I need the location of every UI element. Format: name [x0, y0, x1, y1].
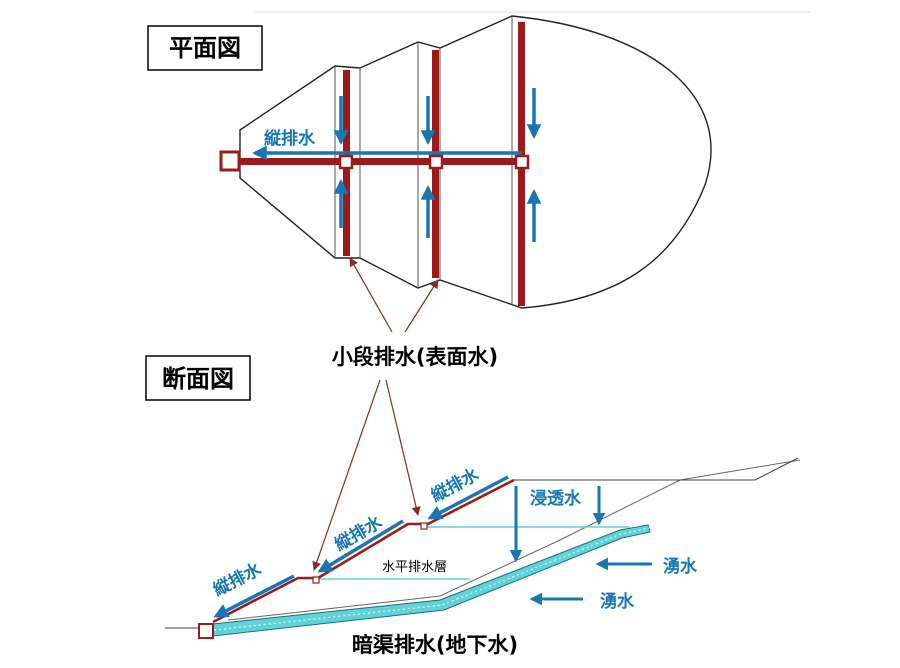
plan-vertical-drain-label: 縦排水	[264, 128, 316, 149]
spring-water-label: 湧水	[600, 591, 635, 612]
underdrain-layer	[212, 524, 651, 637]
section-title-box: 断面図	[145, 355, 251, 401]
berm-drain-label: 小段排水(表面水)	[332, 345, 498, 369]
spring-water-label: 湧水	[663, 556, 698, 577]
plan-title-box: 平面図	[147, 25, 263, 71]
slope-right-edge	[754, 457, 799, 481]
underdrain-texture	[213, 527, 650, 631]
section-view: 縦排水 縦排水 縦排水 浸透水 水平排水層 湧水 湧水 暗渠排水(地下水)	[165, 457, 801, 657]
horizontal-drain-layers	[318, 526, 630, 580]
section-vertical-drain-arrows	[213, 475, 509, 618]
plan-title: 平面図	[169, 34, 241, 62]
berm-drain-marker	[420, 522, 428, 530]
infiltration-label: 浸透水	[530, 488, 582, 509]
section-outlet-box	[198, 623, 214, 639]
plan-junction-box	[338, 154, 354, 170]
spring-water-arrows	[529, 557, 652, 606]
natural-ground-line	[227, 459, 801, 621]
slope-profile	[212, 478, 515, 624]
plan-outlet-box	[219, 150, 241, 172]
plan-flow-arrows	[333, 88, 542, 242]
section-leader-lines	[312, 379, 421, 571]
plan-view: 縦排水	[219, 15, 712, 309]
plan-leader-lines	[349, 257, 439, 333]
plan-junction-box	[428, 154, 444, 170]
berm-drain-marker	[312, 576, 320, 584]
plan-main-drain	[238, 158, 528, 165]
horizontal-layer-label: 水平排水層	[382, 560, 447, 575]
plan-junction-box	[514, 154, 530, 170]
underdrain-label: 暗渠排水(地下水)	[352, 633, 518, 657]
section-title: 断面図	[162, 365, 234, 393]
infiltration-arrows	[509, 486, 606, 563]
